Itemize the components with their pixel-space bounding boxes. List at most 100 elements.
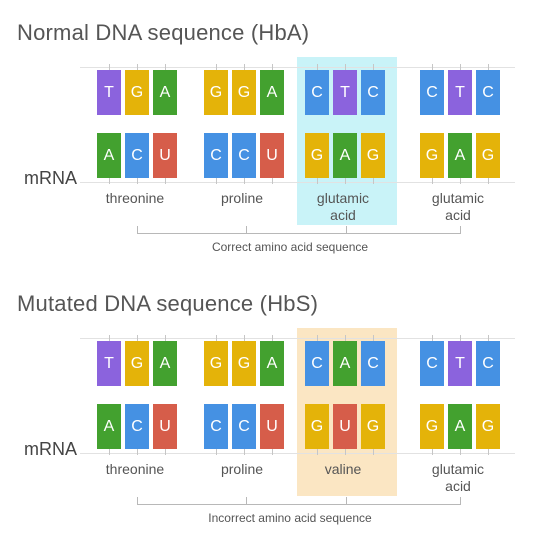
mrna-tick xyxy=(345,178,346,184)
dna-tick xyxy=(460,64,461,70)
mrna-base-A: A xyxy=(448,133,472,178)
mrna-tick xyxy=(244,449,245,455)
mrna-guide-line xyxy=(80,182,515,183)
dna-base-G: G xyxy=(125,341,149,386)
dna-base-T: T xyxy=(448,70,472,115)
mrna-tick xyxy=(272,449,273,455)
mrna-base-G: G xyxy=(305,133,329,178)
sequence-bracket xyxy=(137,226,461,234)
dna-base-A: A xyxy=(153,70,177,115)
mrna-label: mRNA xyxy=(24,439,77,459)
dna-guide-line xyxy=(80,338,515,339)
dna-base-T: T xyxy=(333,70,357,115)
mrna-base-G: G xyxy=(476,133,500,178)
mrna-tick xyxy=(460,178,461,184)
dna-base-C: C xyxy=(361,70,385,115)
amino-acid-label: proline xyxy=(220,461,264,477)
dna-base-T: T xyxy=(448,341,472,386)
panel-title: Normal DNA sequence (HbA) xyxy=(17,20,310,45)
dna-base-A: A xyxy=(153,341,177,386)
dna-base-T: T xyxy=(97,70,121,115)
sequence-bracket-mid xyxy=(346,226,347,234)
amino-acid-label: glutamic acid xyxy=(316,190,370,223)
mrna-base-C: C xyxy=(232,404,256,449)
mrna-base-U: U xyxy=(260,133,284,178)
amino-acid-label: threonine xyxy=(105,190,165,206)
dna-tick xyxy=(432,335,433,341)
mrna-base-C: C xyxy=(232,133,256,178)
dna-base-G: G xyxy=(232,70,256,115)
mrna-tick xyxy=(165,178,166,184)
sequence-bracket-mid xyxy=(246,226,247,234)
mrna-base-U: U xyxy=(260,404,284,449)
mrna-tick xyxy=(317,449,318,455)
dna-tick xyxy=(432,64,433,70)
dna-tick xyxy=(373,64,374,70)
sequence-bracket xyxy=(137,497,461,505)
dna-base-C: C xyxy=(420,70,444,115)
mrna-base-A: A xyxy=(448,404,472,449)
dna-tick xyxy=(216,335,217,341)
amino-acid-label: proline xyxy=(220,190,264,206)
dna-base-G: G xyxy=(125,70,149,115)
dna-base-A: A xyxy=(333,341,357,386)
dna-tick xyxy=(345,335,346,341)
mrna-tick xyxy=(216,178,217,184)
mrna-base-C: C xyxy=(204,404,228,449)
panel-title: Mutated DNA sequence (HbS) xyxy=(17,291,319,316)
mrna-base-C: C xyxy=(125,133,149,178)
mrna-tick xyxy=(109,178,110,184)
dna-base-G: G xyxy=(204,341,228,386)
mrna-tick xyxy=(317,178,318,184)
dna-base-C: C xyxy=(476,341,500,386)
mrna-tick xyxy=(488,449,489,455)
dna-tick xyxy=(216,64,217,70)
mrna-tick xyxy=(432,178,433,184)
mrna-tick xyxy=(216,449,217,455)
dna-base-G: G xyxy=(204,70,228,115)
dna-base-T: T xyxy=(97,341,121,386)
mrna-tick xyxy=(165,449,166,455)
mrna-base-A: A xyxy=(97,404,121,449)
mrna-label: mRNA xyxy=(24,168,77,188)
dna-base-C: C xyxy=(305,341,329,386)
dna-tick xyxy=(165,335,166,341)
amino-acid-label: glutamic acid xyxy=(431,190,485,223)
dna-base-A: A xyxy=(260,70,284,115)
mrna-tick xyxy=(109,449,110,455)
mrna-tick xyxy=(432,449,433,455)
mrna-base-G: G xyxy=(305,404,329,449)
dna-base-C: C xyxy=(305,70,329,115)
amino-acid-label: glutamic acid xyxy=(431,461,485,494)
mutated-panel: Mutated DNA sequence (HbS) mRNA Incorrec… xyxy=(0,271,547,541)
dna-tick xyxy=(488,64,489,70)
normal-panel: Normal DNA sequence (HbA) mRNA Correct a… xyxy=(0,0,547,270)
dna-tick xyxy=(460,335,461,341)
mrna-tick xyxy=(488,178,489,184)
sequence-label: Incorrect amino acid sequence xyxy=(208,511,372,525)
dna-tick xyxy=(109,64,110,70)
mrna-base-A: A xyxy=(97,133,121,178)
dna-base-C: C xyxy=(476,70,500,115)
mrna-tick xyxy=(137,178,138,184)
mrna-tick xyxy=(373,178,374,184)
mrna-tick xyxy=(244,178,245,184)
mrna-base-G: G xyxy=(361,404,385,449)
dna-tick xyxy=(165,64,166,70)
dna-tick xyxy=(317,335,318,341)
dna-tick xyxy=(373,335,374,341)
sequence-bracket-mid xyxy=(246,497,247,505)
dna-base-A: A xyxy=(260,341,284,386)
mrna-tick xyxy=(460,449,461,455)
dna-tick xyxy=(137,64,138,70)
dna-tick xyxy=(109,335,110,341)
dna-base-C: C xyxy=(361,341,385,386)
mrna-base-C: C xyxy=(125,404,149,449)
dna-tick xyxy=(488,335,489,341)
mrna-base-G: G xyxy=(476,404,500,449)
mrna-base-U: U xyxy=(153,133,177,178)
dna-tick xyxy=(137,335,138,341)
dna-tick xyxy=(345,64,346,70)
amino-acid-label: threonine xyxy=(105,461,165,477)
dna-guide-line xyxy=(80,67,515,68)
